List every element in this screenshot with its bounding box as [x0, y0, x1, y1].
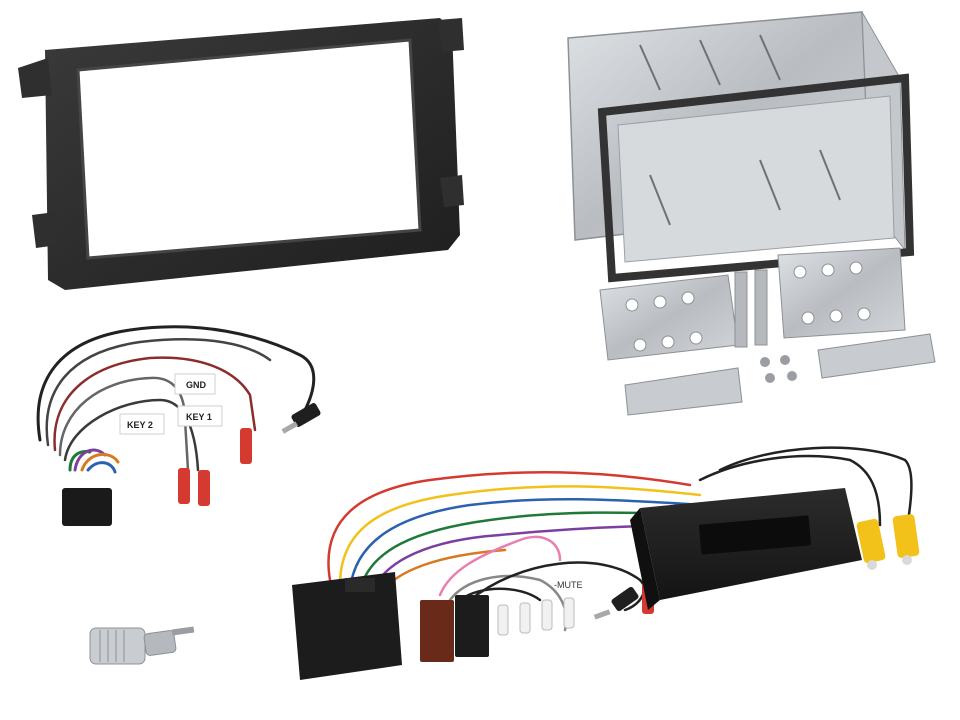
antenna-adapter	[89, 626, 195, 665]
gnd-tag: GND	[174, 373, 216, 395]
red-connectors	[178, 428, 252, 506]
white-pin-connectors	[497, 597, 575, 636]
key2-tag: KEY 2	[119, 413, 165, 435]
mute-label: -MUTE	[554, 580, 583, 590]
key2-label: KEY 2	[127, 420, 153, 430]
harness-connector	[62, 488, 112, 526]
audio-jack-plug-bottom	[593, 586, 639, 620]
fascia-panel	[18, 18, 464, 290]
mounting-cage	[567, 11, 915, 283]
quadlock-connector	[292, 572, 402, 680]
rca-plugs	[856, 514, 920, 570]
interface-module	[630, 488, 862, 610]
iso-connectors	[420, 595, 489, 662]
gnd-label: GND	[186, 380, 207, 390]
side-brackets	[599, 247, 936, 416]
audio-jack-plug-left	[281, 403, 321, 434]
key1-label: KEY 1	[186, 412, 212, 422]
steering-key-harness	[36, 325, 316, 474]
key1-tag: KEY 1	[177, 405, 223, 427]
